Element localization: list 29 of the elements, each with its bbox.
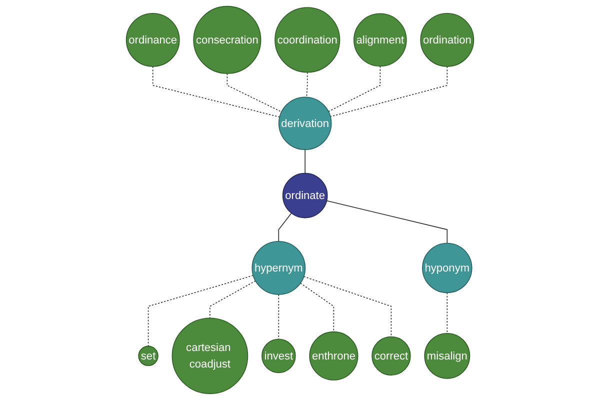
connector: [278, 212, 292, 242]
node-circle: invest: [262, 338, 296, 374]
node-circle: cartesian coadjust: [172, 318, 248, 394]
node-circle: hypernym: [252, 241, 306, 295]
node-circle: consecration: [193, 6, 262, 74]
connector: [303, 276, 392, 338]
connector: [148, 275, 254, 347]
connector: [328, 66, 381, 112]
connector: [152, 66, 280, 118]
connector: [300, 282, 334, 332]
node-circle: coordination: [274, 7, 340, 73]
connector: [226, 73, 282, 112]
node-circle: alignment: [354, 13, 407, 67]
node-circle: set: [138, 346, 158, 366]
connector: [304, 149, 306, 174]
node-circle: ordinate: [282, 172, 328, 218]
connector: [306, 72, 308, 98]
connector: [446, 292, 448, 334]
node-circle: hyponym: [422, 242, 472, 294]
node-circle: derivation: [278, 96, 332, 150]
node-circle: misalign: [424, 332, 470, 379]
node-circle: correct: [372, 336, 411, 376]
connector: [330, 66, 448, 117]
node-circle: ordination: [420, 12, 474, 67]
connector: [278, 294, 280, 340]
node-circle: ordinance: [126, 12, 180, 67]
node-circle: enthrone: [309, 331, 358, 380]
connector: [210, 280, 256, 319]
connector: [326, 200, 448, 244]
